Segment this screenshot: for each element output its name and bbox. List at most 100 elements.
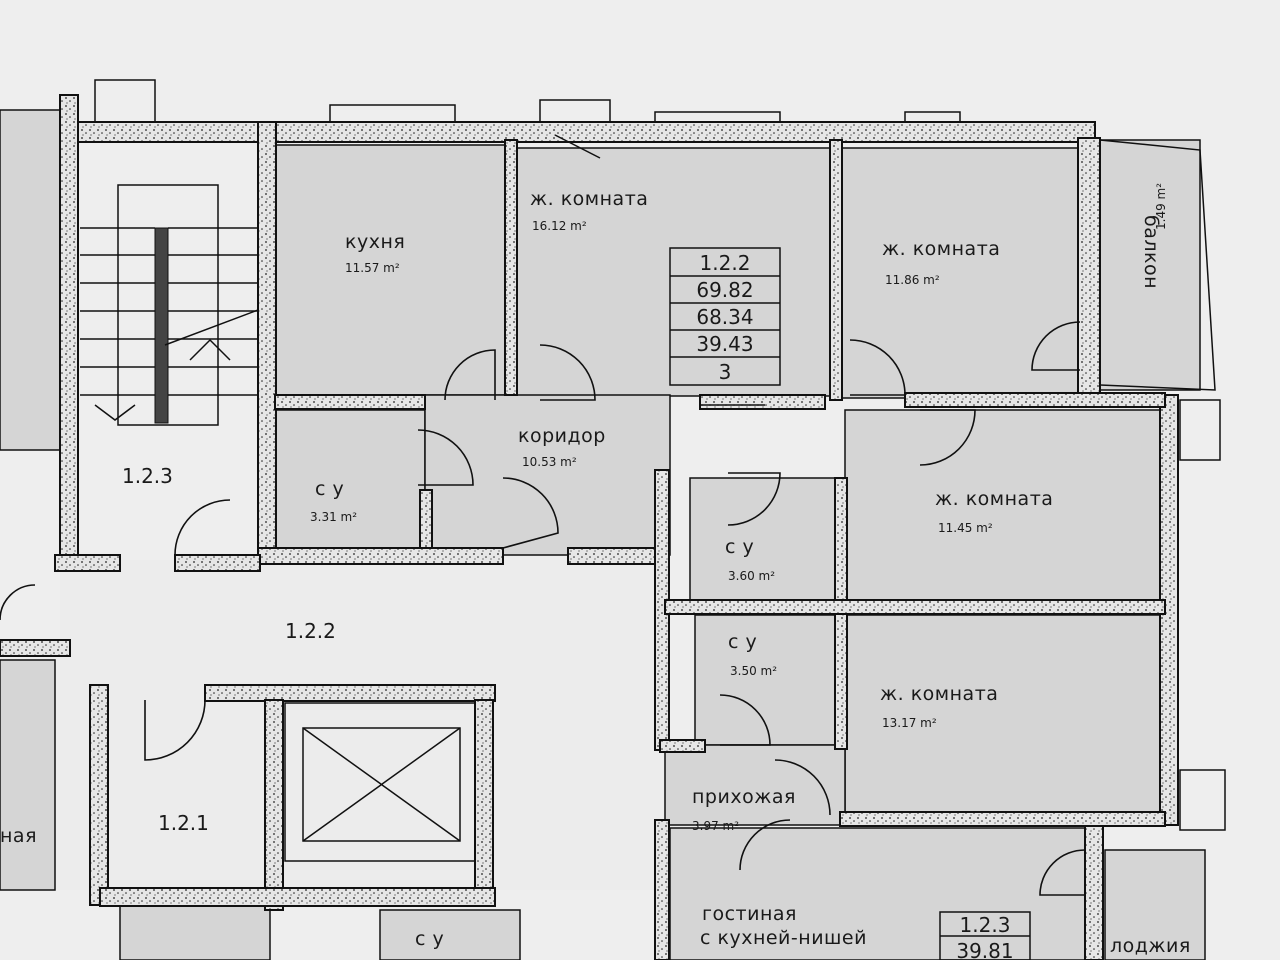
balcony-area	[1099, 139, 1201, 391]
bath2-right-wall	[834, 477, 848, 609]
kitchen-area	[274, 144, 508, 396]
landing-wall-left	[54, 554, 121, 572]
bath2-area	[689, 477, 836, 604]
lounge-area	[669, 827, 1091, 960]
living1-door	[539, 344, 596, 401]
bath3-area	[694, 614, 841, 746]
bottom-bath-area	[379, 909, 521, 960]
stair-frame	[117, 184, 219, 426]
bath2-area-label: 3.60 m²	[728, 569, 775, 583]
corridor-name: коридор	[518, 425, 606, 447]
landing-wall-mid	[174, 554, 261, 572]
apartment-table: 1.2.2 69.82 68.34 39.43 3 1.2.3 39.81	[669, 247, 1031, 960]
corridor-bottom-wall-l	[257, 547, 504, 565]
bath3-right-wall	[834, 613, 848, 750]
zone-122-label: 1.2.2	[285, 619, 336, 643]
flat-123-door	[174, 499, 231, 556]
table2-cell-area: 39.81	[956, 939, 1013, 960]
living2-area-label: 11.86 m²	[885, 273, 940, 287]
bath1-door	[417, 429, 474, 486]
living1-bottom-wall	[699, 394, 826, 410]
living2-name: ж. комната	[882, 238, 1000, 260]
kitchen-area-label: 11.57 m²	[345, 261, 400, 275]
mid-horizontal-wall	[664, 599, 1166, 615]
bath1-wall	[419, 489, 433, 556]
table2-cell-number: 1.2.3	[960, 913, 1011, 937]
zone-121-label: 1.2.1	[158, 811, 209, 835]
living4-area	[844, 614, 1161, 821]
left-room-area	[0, 109, 61, 451]
lounge-name-line1: гостиная	[702, 903, 797, 925]
stair-right-wall	[257, 121, 277, 553]
corridor-area-label: 10.53 m²	[522, 455, 577, 469]
balcony-door	[1031, 321, 1081, 371]
kitchen-name: кухня	[345, 231, 405, 253]
living2-area	[841, 147, 1083, 399]
elevator-cabin	[302, 727, 461, 842]
lounge-left-wall	[654, 819, 670, 960]
bottom-bath-name: с у	[415, 928, 444, 950]
kitchen-door	[444, 349, 496, 401]
hall-top-wall	[659, 739, 706, 753]
living3-name: ж. комната	[935, 488, 1053, 510]
walls	[0, 79, 1226, 960]
bath3-area-label: 3.50 m²	[730, 664, 777, 678]
top-facade-wall	[59, 121, 1096, 143]
living2-bottom-wall	[904, 392, 1166, 408]
left-room-name: ная	[0, 825, 37, 847]
zone-123-label: 1.2.3	[122, 464, 173, 488]
bottom-wall	[99, 887, 496, 907]
room-fills	[0, 109, 1206, 960]
hall-door	[774, 759, 831, 816]
bath1-area-label: 3.31 m²	[310, 510, 357, 524]
top-window-2	[539, 99, 611, 123]
corridor-bottom-wall-r	[567, 547, 667, 565]
corridor-door	[502, 477, 559, 549]
elevator-shaft	[284, 702, 476, 862]
bath3-door	[719, 694, 771, 746]
living1-area-label: 16.12 m²	[532, 219, 587, 233]
left-flat-door	[0, 584, 36, 621]
table-cell-living-area: 39.43	[696, 332, 753, 356]
living3-door-swing	[919, 409, 976, 466]
living3-area-label: 11.45 m²	[938, 521, 993, 535]
table-cell-rooms: 3	[719, 360, 732, 384]
balcony-wall	[1077, 137, 1101, 394]
hall-area-label: 3.97 m²	[692, 819, 739, 833]
bath2-door	[727, 472, 781, 526]
loggia-wall	[1084, 825, 1104, 960]
bath2-name: с у	[725, 536, 754, 558]
table-cell-number: 1.2.2	[700, 251, 751, 275]
elevator-left-wall	[264, 699, 284, 911]
bath3-name: с у	[728, 631, 757, 653]
top-vent	[94, 79, 156, 123]
balcony-area-label: 1.49 m²	[1154, 183, 1168, 230]
lounge-door	[739, 819, 791, 871]
right-window-1	[1179, 399, 1221, 461]
living1-area	[514, 147, 836, 397]
elevator-top-wall	[204, 684, 496, 702]
top-window-3	[654, 111, 781, 123]
top-window-4	[904, 111, 961, 123]
stair-left-wall	[59, 94, 79, 556]
living4-bottom-wall	[839, 811, 1166, 827]
living2-door	[849, 339, 906, 396]
right-window-2	[1179, 769, 1226, 831]
table-cell-total-area: 69.82	[696, 278, 753, 302]
hall-area	[664, 744, 846, 826]
labels: кухня 11.57 m² ж. комната 16.12 m² ж. ко…	[0, 183, 1191, 957]
left-bottom-wall	[0, 639, 71, 657]
kitchen-living-wall	[504, 139, 518, 396]
living-living-wall	[829, 139, 843, 401]
bath1-name: с у	[315, 478, 344, 500]
left-room-2-area	[0, 659, 56, 891]
loggia-name: лоджия	[1110, 935, 1191, 957]
living4-area-label: 13.17 m²	[882, 716, 937, 730]
balcony-outline	[1099, 139, 1216, 391]
living3-area	[844, 409, 1161, 606]
table-cell-area: 68.34	[696, 305, 753, 329]
loggia-area	[1104, 849, 1206, 960]
top-window-1	[329, 104, 456, 123]
